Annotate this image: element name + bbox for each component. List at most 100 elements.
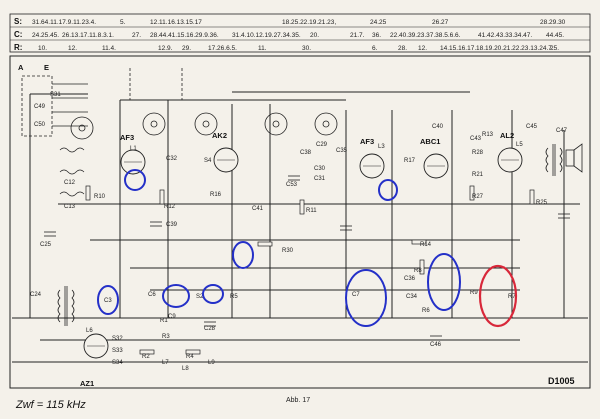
- header-table: S: C: R: 31.64.11.17.9.11.23.4. 5. 12.11…: [9, 13, 591, 53]
- figure-caption: Abb. 17: [286, 397, 310, 404]
- tube-label-abc1: ABC1: [420, 137, 440, 146]
- label-r3: R3: [162, 334, 170, 340]
- header-c-cell-8: 22.40.39.23.37.38.5.6.6.: [390, 32, 461, 39]
- label-r17: R17: [404, 158, 416, 164]
- header-c-cell-4: 31.4.10.12.19.27.34.35.: [232, 32, 301, 39]
- header-c-cell-2: 27.: [132, 32, 141, 39]
- label-r2: R2: [142, 354, 150, 360]
- label-r16: R16: [210, 192, 222, 198]
- label-c34: C34: [406, 294, 418, 300]
- label-r4: R4: [186, 354, 194, 360]
- schematic-frame: [9, 55, 591, 389]
- header-r-cell-7: 30.: [302, 45, 311, 52]
- label-r12: R12: [164, 204, 176, 210]
- label-s33: S33: [112, 348, 123, 354]
- header-c-cell-9: 41.42.43.33.34.47.: [478, 32, 532, 39]
- label-l7: L7: [162, 360, 169, 366]
- header-c-cell-6: 21.7.: [350, 32, 365, 39]
- label-c43: C43: [470, 136, 482, 142]
- label-c29: C29: [316, 142, 328, 148]
- header-r-cell-0: 10.: [38, 45, 47, 52]
- blue-circle-5: [97, 285, 119, 315]
- label-c31: C31: [314, 176, 326, 182]
- label-c45: C45: [526, 124, 538, 130]
- earth-label: E: [44, 63, 49, 72]
- label-l5: L5: [516, 142, 523, 148]
- capacitor-symbols: [44, 175, 570, 341]
- label-c12: C12: [64, 180, 76, 186]
- header-c-cell-3: 28.44.41.15.16.29.9.36.: [150, 32, 219, 39]
- header-s-cell-0: 31.64.11.17.9.11.23.4.: [32, 19, 96, 26]
- header-r-cell-8: 6.: [372, 45, 378, 52]
- label-c28: C28: [204, 326, 216, 332]
- tube-label-az1: AZ1: [80, 379, 94, 388]
- label-l9: L9: [208, 360, 215, 366]
- header-r-cell-9: 28.: [398, 45, 407, 52]
- label-c24: C24: [30, 292, 42, 298]
- label-r14: R14: [420, 242, 432, 248]
- blue-circle-2: [232, 241, 254, 269]
- wiring: [12, 91, 588, 363]
- header-c-cell-0: 24.25.45.: [32, 32, 59, 39]
- label-c47: C47: [556, 128, 568, 134]
- label-c13: C13: [64, 204, 76, 210]
- label-s31: S31: [50, 92, 61, 98]
- label-c9: C9: [168, 314, 176, 320]
- label-l3: L3: [378, 144, 385, 150]
- component-labels: C49 C50 C12 C13 C25 C32 C39 C41 C53 C38 …: [30, 92, 568, 372]
- label-c40: C40: [432, 124, 444, 130]
- header-s-cell-5: 26.27: [432, 19, 449, 26]
- rotary-switch-wafers: [70, 68, 338, 140]
- blue-annotations: [97, 169, 461, 327]
- label-c7: C7: [352, 292, 360, 298]
- input-switch-bank: [21, 75, 88, 197]
- label-c49: C49: [34, 104, 46, 110]
- header-s-cell-2: 12.11.16.13.15.17: [150, 19, 202, 26]
- label-r5: R5: [230, 294, 238, 300]
- label-r10: R10: [94, 194, 106, 200]
- header-r-cell-3: 12.9.: [158, 45, 173, 52]
- header-r-cell-12: 18.19.20.21.22.23.13.24.7.: [476, 45, 554, 52]
- label-c53: C53: [286, 182, 298, 188]
- header-s-cell-1: 5.: [120, 19, 126, 26]
- resistor-symbols: [85, 185, 535, 355]
- label-l1: L1: [130, 146, 137, 152]
- header-s-cell-4: 24.25: [370, 19, 387, 26]
- blue-circle-7: [378, 179, 398, 201]
- label-l6: L6: [86, 328, 93, 334]
- header-row-label-c: C:: [14, 30, 22, 39]
- label-c30: C30: [314, 166, 326, 172]
- label-c6: C6: [148, 292, 156, 298]
- blue-circle-1: [124, 169, 146, 191]
- label-r1: R1: [160, 318, 168, 324]
- label-r28: R28: [472, 150, 484, 156]
- tube-label-af3-2: AF3: [360, 137, 374, 146]
- header-c-cell-5: 20.: [310, 32, 319, 39]
- label-c38: C38: [300, 150, 312, 156]
- header-r-cell-10: 12.: [418, 45, 427, 52]
- blue-circle-6: [345, 269, 387, 327]
- label-r11: R11: [306, 208, 317, 214]
- label-r30: R30: [282, 248, 294, 254]
- label-r8: R8: [414, 268, 422, 274]
- label-c25: C25: [40, 242, 52, 248]
- label-c39: C39: [166, 222, 178, 228]
- label-s32: S32: [112, 336, 123, 342]
- label-r6: R6: [422, 308, 430, 314]
- label-c46: C46: [430, 342, 442, 348]
- label-c41: C41: [252, 206, 264, 212]
- blue-circle-3: [162, 284, 190, 308]
- header-s-cell-3: 18.25.22.19.21.23,: [282, 19, 336, 26]
- header-r-cell-2: 11.4.: [102, 45, 116, 52]
- label-c50: C50: [34, 122, 46, 128]
- header-s-cell-6: 28.29.30: [540, 19, 566, 26]
- header-c-cell-10: 44.45.: [546, 32, 564, 39]
- header-r-cell-4: 29.: [182, 45, 191, 52]
- label-c32: C32: [166, 156, 178, 162]
- zwf-note: Zwf = 115 kHz: [15, 399, 86, 411]
- label-s4: S4: [204, 158, 212, 164]
- label-r7: R7: [508, 294, 516, 300]
- model-label: D1005: [548, 376, 575, 386]
- tube-label-al2: AL2: [500, 131, 514, 140]
